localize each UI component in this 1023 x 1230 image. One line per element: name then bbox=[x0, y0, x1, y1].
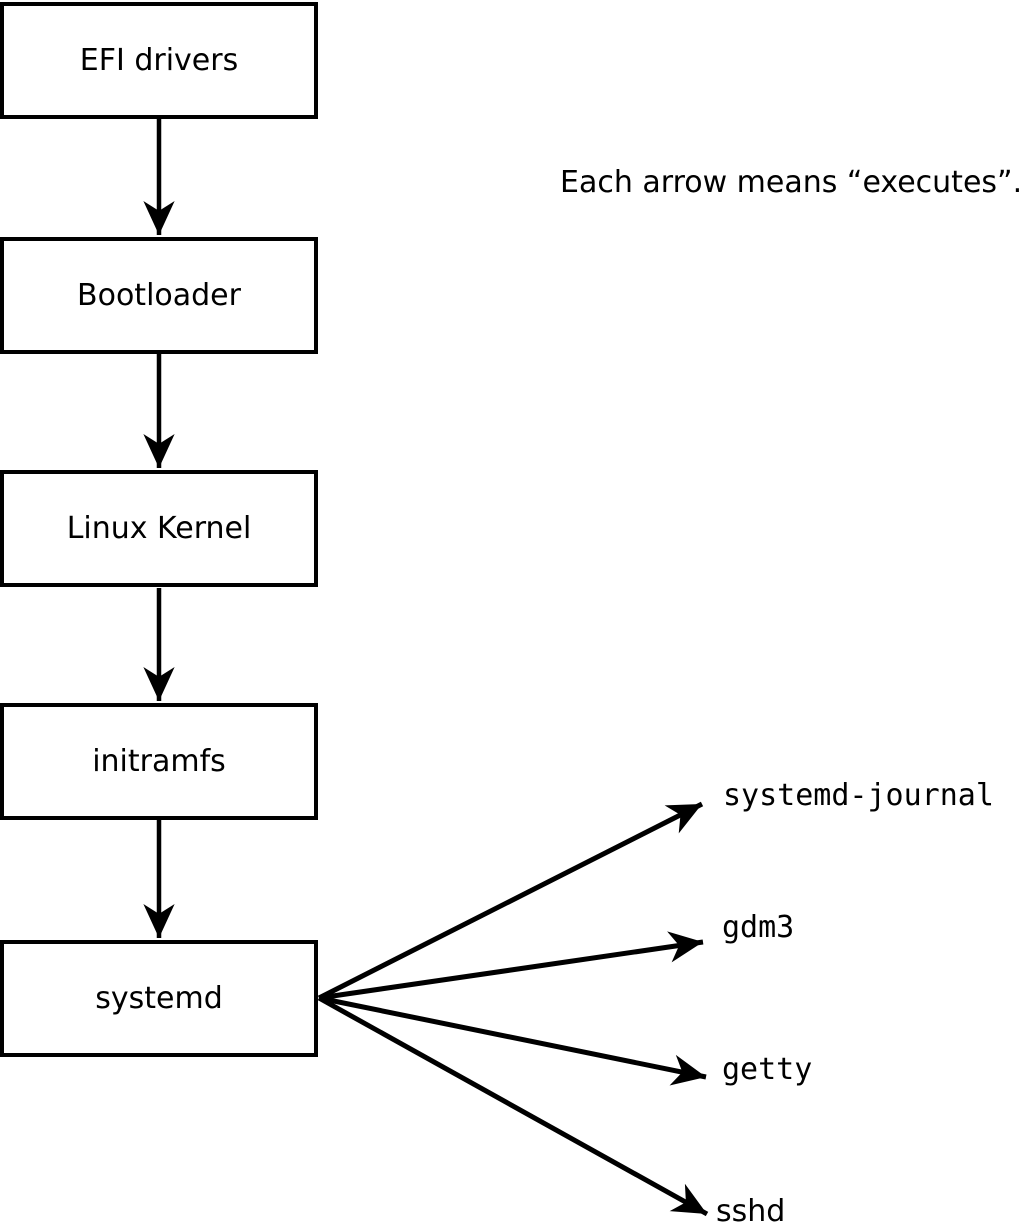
node-systemd: systemd bbox=[0, 940, 318, 1057]
target-sshd: sshd bbox=[716, 1194, 786, 1229]
node-bootloader: Bootloader bbox=[0, 237, 318, 354]
node-efi-drivers: EFI drivers bbox=[0, 2, 318, 119]
node-linux-kernel: Linux Kernel bbox=[0, 470, 318, 587]
target-gdm3: gdm3 bbox=[722, 910, 795, 945]
executes-arrow-systemd-to-getty bbox=[318, 995, 707, 1086]
node-label: EFI drivers bbox=[79, 42, 239, 78]
executes-arrow-systemd-to-sshd bbox=[317, 995, 709, 1217]
target-systemd-journal: systemd-journal bbox=[723, 778, 994, 813]
target-getty: getty bbox=[722, 1052, 813, 1087]
executes-arrow-systemd-to-journal bbox=[317, 801, 704, 1001]
node-label: initramfs bbox=[92, 743, 226, 779]
executes-arrow-systemd-to-gdm3 bbox=[318, 931, 704, 1001]
node-label: Linux Kernel bbox=[66, 510, 252, 546]
node-initramfs: initramfs bbox=[0, 703, 318, 820]
node-label: Bootloader bbox=[77, 277, 241, 313]
legend-note: Each arrow means “executes”. bbox=[560, 165, 1023, 200]
node-label: systemd bbox=[95, 980, 223, 1016]
